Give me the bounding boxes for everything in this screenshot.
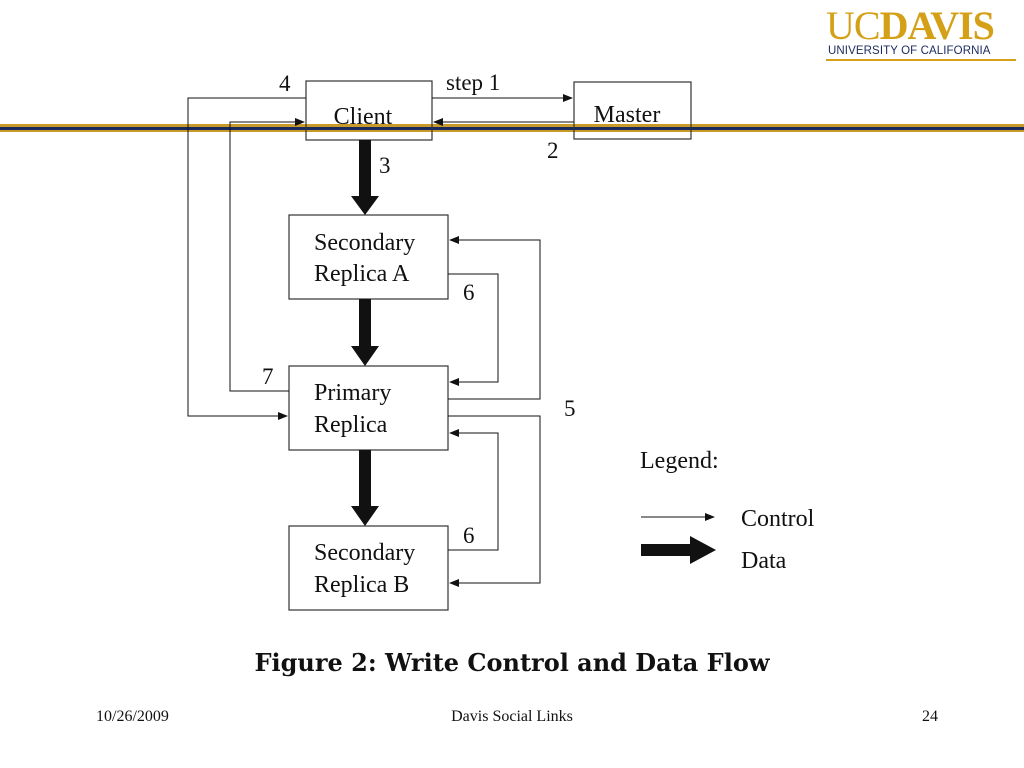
secondary-replica-b-box [288,525,449,611]
control-arrow-step6-from-secondary-b [448,429,499,551]
footer-date: 10/26/2009 [96,708,169,725]
secondary-a-label-line1: Secondary [314,230,415,256]
header-band-gold [0,124,1024,127]
control-arrow-step4 [187,97,306,420]
legend-title: Legend: [640,448,719,474]
secondary-b-label-line2: Replica B [314,572,409,598]
master-box [573,81,692,140]
legend: Legend: Control Data [640,448,815,574]
data-arrow-primary-to-secondary-b [351,450,379,526]
control-arrow-step7 [229,118,305,392]
data-arrow-secondary-a-to-primary [351,299,379,366]
label-step6-b: 6 [463,523,475,548]
legend-data-arrow [641,536,716,564]
label-step7: 7 [262,364,274,389]
header-band-gold-lower [0,130,1024,132]
footer-page-number: 24 [922,708,938,725]
legend-control-label: Control [741,506,815,532]
secondary-b-label-line1: Secondary [314,540,415,566]
footer-title: Davis Social Links [451,708,573,725]
logo-wordmark: UCDAVIS [826,3,995,48]
secondary-a-label-line2: Replica A [314,261,410,287]
label-step1: step 1 [446,70,500,95]
control-arrow-step5-to-secondary-a [448,236,541,400]
label-step5: 5 [564,396,576,421]
control-arrow-step5-to-secondary-b [448,415,541,587]
logo-underline [826,59,1016,61]
uc-davis-logo: UCDAVIS UNIVERSITY OF CALIFORNIA [826,4,1018,62]
control-arrow-step6-from-secondary-a [448,273,499,386]
label-step2: 2 [547,138,559,163]
label-step3: 3 [379,153,391,178]
master-label: Master [594,102,661,128]
legend-data-label: Data [741,548,787,574]
data-arrow-client-to-secondary-a [351,140,379,215]
logo-subtitle: UNIVERSITY OF CALIFORNIA [828,45,991,57]
header-band-navy [0,127,1024,130]
primary-label-line1: Primary [314,380,391,406]
label-step4: 4 [279,71,291,96]
label-step6-a: 6 [463,280,475,305]
primary-label-line2: Replica [314,412,388,438]
client-label: Client [334,104,393,130]
figure-caption: Figure 2: Write Control and Data Flow [254,648,770,677]
